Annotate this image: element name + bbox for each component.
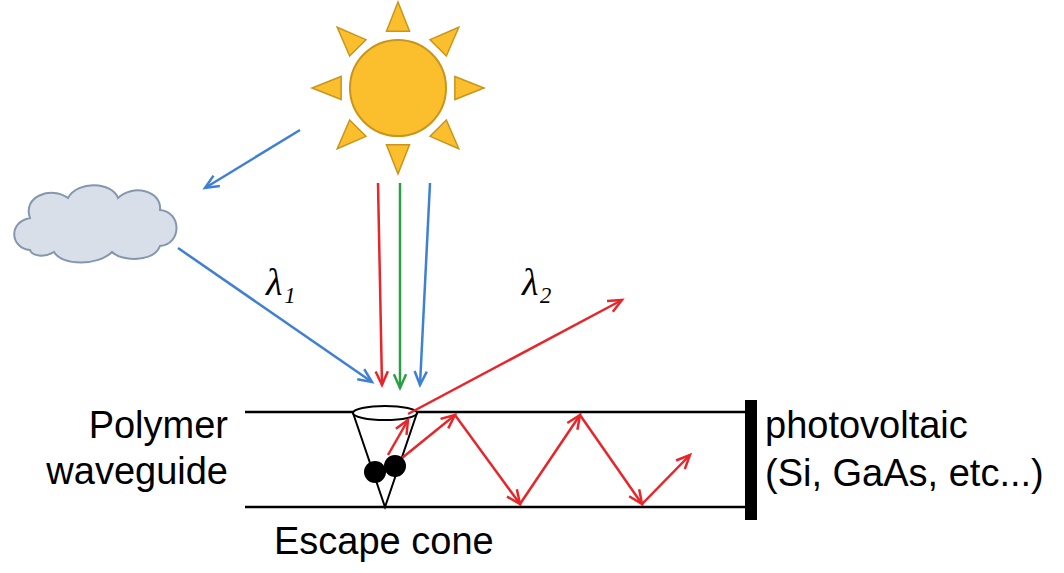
luminophore xyxy=(384,455,406,477)
waveguide-bottom xyxy=(245,506,747,509)
sun-ray xyxy=(386,2,409,31)
waveguide-top xyxy=(245,411,747,414)
guided-emission xyxy=(402,415,690,504)
arrow-head xyxy=(205,176,220,188)
arrow-head xyxy=(394,374,406,388)
direct-blue xyxy=(415,183,430,385)
sun-disc xyxy=(350,40,446,136)
waveguide-label: Polymer waveguide xyxy=(18,402,228,494)
sun-ray xyxy=(430,120,459,149)
direct-green xyxy=(394,183,406,388)
arrow-line xyxy=(402,415,690,504)
arrow-head xyxy=(415,371,427,385)
arrow-head xyxy=(396,420,408,435)
cone-label: Escape cone xyxy=(274,518,514,564)
arrow-head xyxy=(567,415,580,430)
arrow-line xyxy=(408,300,622,414)
arrow-line xyxy=(378,183,382,385)
sun-ray xyxy=(386,145,409,174)
sun-ray xyxy=(337,27,366,56)
arrow-line xyxy=(205,130,300,188)
sun-ray xyxy=(455,76,484,99)
wavelength-label: λ₁ xyxy=(266,262,326,302)
arrow-line xyxy=(388,420,408,455)
escaping-emission xyxy=(408,300,622,414)
cloud xyxy=(14,185,176,262)
sun xyxy=(312,2,484,174)
escape-cone xyxy=(353,413,417,507)
arrow-head xyxy=(507,489,520,504)
sun-ray xyxy=(337,120,366,149)
photovoltaic-cell xyxy=(745,400,757,520)
emission-in-cone xyxy=(388,420,408,455)
arrow-line xyxy=(399,183,402,388)
arrow-line xyxy=(420,183,430,385)
arrow-head xyxy=(376,371,388,385)
arrow-head xyxy=(629,489,642,504)
arrow-head xyxy=(441,415,455,428)
arrow-line xyxy=(178,248,372,382)
diffuse-light xyxy=(178,248,372,382)
photovoltaic-label: photovoltaic xyxy=(765,402,1055,448)
sun-ray xyxy=(312,76,341,99)
arrow-head xyxy=(357,369,372,382)
direct-red xyxy=(376,183,388,385)
arrow-head xyxy=(676,455,690,469)
arrow-head xyxy=(607,300,622,312)
material-label: (Si, GaAs, etc...) xyxy=(765,450,1060,496)
wavelength-label: λ₂ xyxy=(522,262,582,302)
sun-ray xyxy=(430,27,459,56)
luminophore xyxy=(364,461,386,483)
escape-cone-rim xyxy=(353,406,417,420)
scattered-light xyxy=(205,130,300,188)
